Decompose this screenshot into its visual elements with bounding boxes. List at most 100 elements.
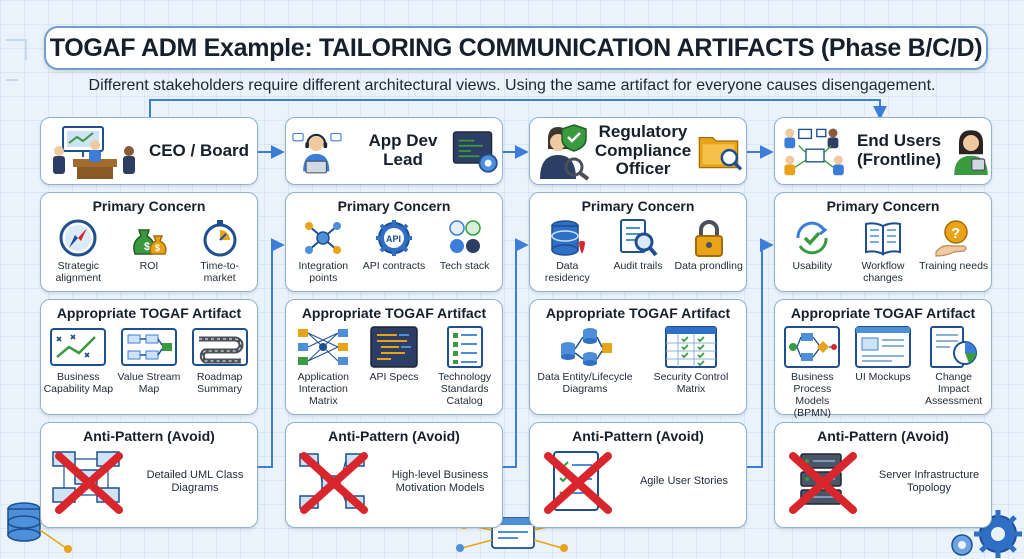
bpmn-flow-icon (784, 326, 841, 368)
artifact-title: Appropriate TOGAF Artifact (545, 305, 731, 321)
anti-title: Anti-Pattern (Avoid) (328, 428, 460, 444)
concern-label: Data residency (544, 260, 590, 285)
anti-pattern-label: Agile User Stories (639, 475, 729, 488)
concern-card-app-dev: Primary Concern Integration points API (285, 192, 503, 292)
anti-pattern-card-app-dev: Anti-Pattern (Avoid) High-level Business… (285, 422, 503, 528)
anti-pattern-label: High-level Business Motivation Models (391, 468, 489, 494)
svg-text:?: ? (951, 225, 960, 242)
audit-magnifier-icon (619, 219, 658, 257)
data-lifecycle-icon (561, 328, 612, 366)
artifact-title: Appropriate TOGAF Artifact (790, 305, 976, 321)
artifact-title: Appropriate TOGAF Artifact (56, 305, 242, 321)
frontline-users-icon (784, 128, 844, 176)
crossed-server-icon (789, 452, 857, 514)
stakeholder-card-app-dev: App Dev Lead (285, 117, 503, 185)
artifact-label: Security Control Matrix (653, 371, 729, 396)
roadmap-icon (191, 328, 248, 366)
network-nodes-icon (305, 222, 342, 254)
concern-item: ? Training needs (919, 218, 989, 284)
user-tablet-icon (954, 130, 988, 175)
artifact-card-end-users: Appropriate TOGAF Artifact Business Proc… (774, 299, 992, 419)
concern-card-compliance: Primary Concern Data residency (529, 192, 747, 292)
concern-label: Time-to-market (200, 260, 239, 285)
concern-item: Integration points (288, 218, 358, 284)
concern-item: API API contracts (359, 218, 429, 284)
artifact-label: UI Mockups (855, 371, 911, 383)
artifact-item: Data Entity/Lifecycle Diagrams (532, 325, 638, 395)
tech-stack-icon (448, 220, 481, 253)
page-subtitle: Different stakeholders require different… (88, 77, 936, 94)
artifact-label: Business Capability Map (43, 371, 114, 396)
concern-item: Time-to-market (185, 218, 255, 284)
control-matrix-icon (665, 326, 717, 368)
artifact-title: Appropriate TOGAF Artifact (301, 305, 487, 321)
concern-item: Strategic alignment (43, 218, 113, 284)
concern-title: Primary Concern (826, 198, 940, 214)
hand-question-icon: ? (935, 220, 968, 257)
check-cycle-icon (796, 221, 828, 255)
padlock-icon (694, 220, 723, 257)
compass-icon (59, 219, 97, 257)
concern-item: Usability (777, 218, 847, 284)
anti-pattern-card-end-users: Anti-Pattern (Avoid) Server Infrastructu… (774, 422, 992, 528)
artifact-item: API Specs (359, 325, 429, 407)
artifact-item: Security Control Matrix (638, 325, 744, 395)
artifact-label: Change Impact Assessment (925, 371, 983, 408)
concern-title: Primary Concern (581, 198, 695, 214)
concern-label: Audit trails (613, 260, 663, 272)
concern-item: Tech stack (430, 218, 500, 284)
concern-card-ceo: Primary Concern Strategic alignment $ $ … (40, 192, 258, 292)
concern-label: ROI (139, 260, 159, 272)
boardroom-meeting-icon (53, 126, 135, 179)
artifact-item: Roadmap Summary (185, 325, 255, 395)
anti-title: Anti-Pattern (Avoid) (817, 428, 949, 444)
ui-mockup-icon (854, 326, 911, 368)
money-bags-icon: $ $ (133, 229, 167, 255)
artifact-card-compliance: Appropriate TOGAF Artifact Data Entity/L… (529, 299, 747, 415)
artifact-card-ceo: Appropriate TOGAF Artifact Business Capa… (40, 299, 258, 415)
folders-search-icon (698, 137, 743, 171)
anti-pattern-card-ceo: Anti-Pattern (Avoid) Detailed UML Class … (40, 422, 258, 528)
artifact-label: Data Entity/Lifecycle Diagrams (537, 371, 633, 396)
stakeholder-card-compliance: Regulatory Compliance Officer (529, 117, 747, 185)
value-stream-icon (120, 328, 177, 366)
stakeholder-name: App Dev Lead (368, 131, 438, 169)
developer-headset-icon (292, 132, 342, 174)
page-title: TOGAF ADM Example: TAILORING COMMUNICATI… (49, 33, 983, 62)
svg-text:$: $ (144, 241, 150, 253)
concern-title: Primary Concern (92, 198, 206, 214)
code-window-icon (370, 326, 418, 368)
concern-label: Integration points (298, 260, 349, 285)
artifact-label: Application Interaction Matrix (297, 371, 349, 408)
concern-label: Tech stack (439, 260, 490, 272)
concern-card-end-users: Primary Concern Usability Workflow chang… (774, 192, 992, 292)
concern-item: Audit trails (603, 218, 673, 284)
artifact-item: Application Interaction Matrix (288, 325, 358, 407)
anti-pattern-card-compliance: Anti-Pattern (Avoid) Agile User Stories (529, 422, 747, 528)
artifact-item: Value Stream Map (114, 325, 184, 395)
artifact-card-app-dev: Appropriate TOGAF Artifact Application I… (285, 299, 503, 415)
stakeholder-card-ceo: CEO / Board (40, 117, 258, 185)
concern-label: Training needs (919, 260, 989, 272)
artifact-label: Roadmap Summary (196, 371, 243, 396)
crossed-checklist-icon (544, 451, 612, 514)
concern-title: Primary Concern (337, 198, 451, 214)
catalog-list-icon (446, 326, 483, 368)
artifact-item: UI Mockups (848, 325, 918, 419)
stakeholder-name: CEO / Board (148, 140, 250, 160)
concern-item: Workflow changes (848, 218, 918, 284)
title-banner: TOGAF ADM Example: TAILORING COMMUNICATI… (44, 26, 988, 70)
artifact-item: Business Capability Map (43, 325, 113, 395)
change-impact-icon (929, 326, 977, 368)
database-pin-icon (551, 220, 586, 256)
concern-label: Usability (792, 260, 833, 272)
anti-pattern-label: Server Infrastructure Topology (878, 468, 980, 494)
anti-pattern-label: Detailed UML Class Diagrams (146, 468, 244, 494)
concern-item: Data prondling (674, 218, 744, 284)
interaction-matrix-icon (298, 329, 349, 365)
anti-title: Anti-Pattern (Avoid) (572, 428, 704, 444)
concern-label: Workflow changes (861, 260, 905, 285)
stopwatch-icon (203, 220, 237, 257)
svg-text:$: $ (155, 243, 160, 253)
api-gear-icon: API (375, 220, 412, 256)
